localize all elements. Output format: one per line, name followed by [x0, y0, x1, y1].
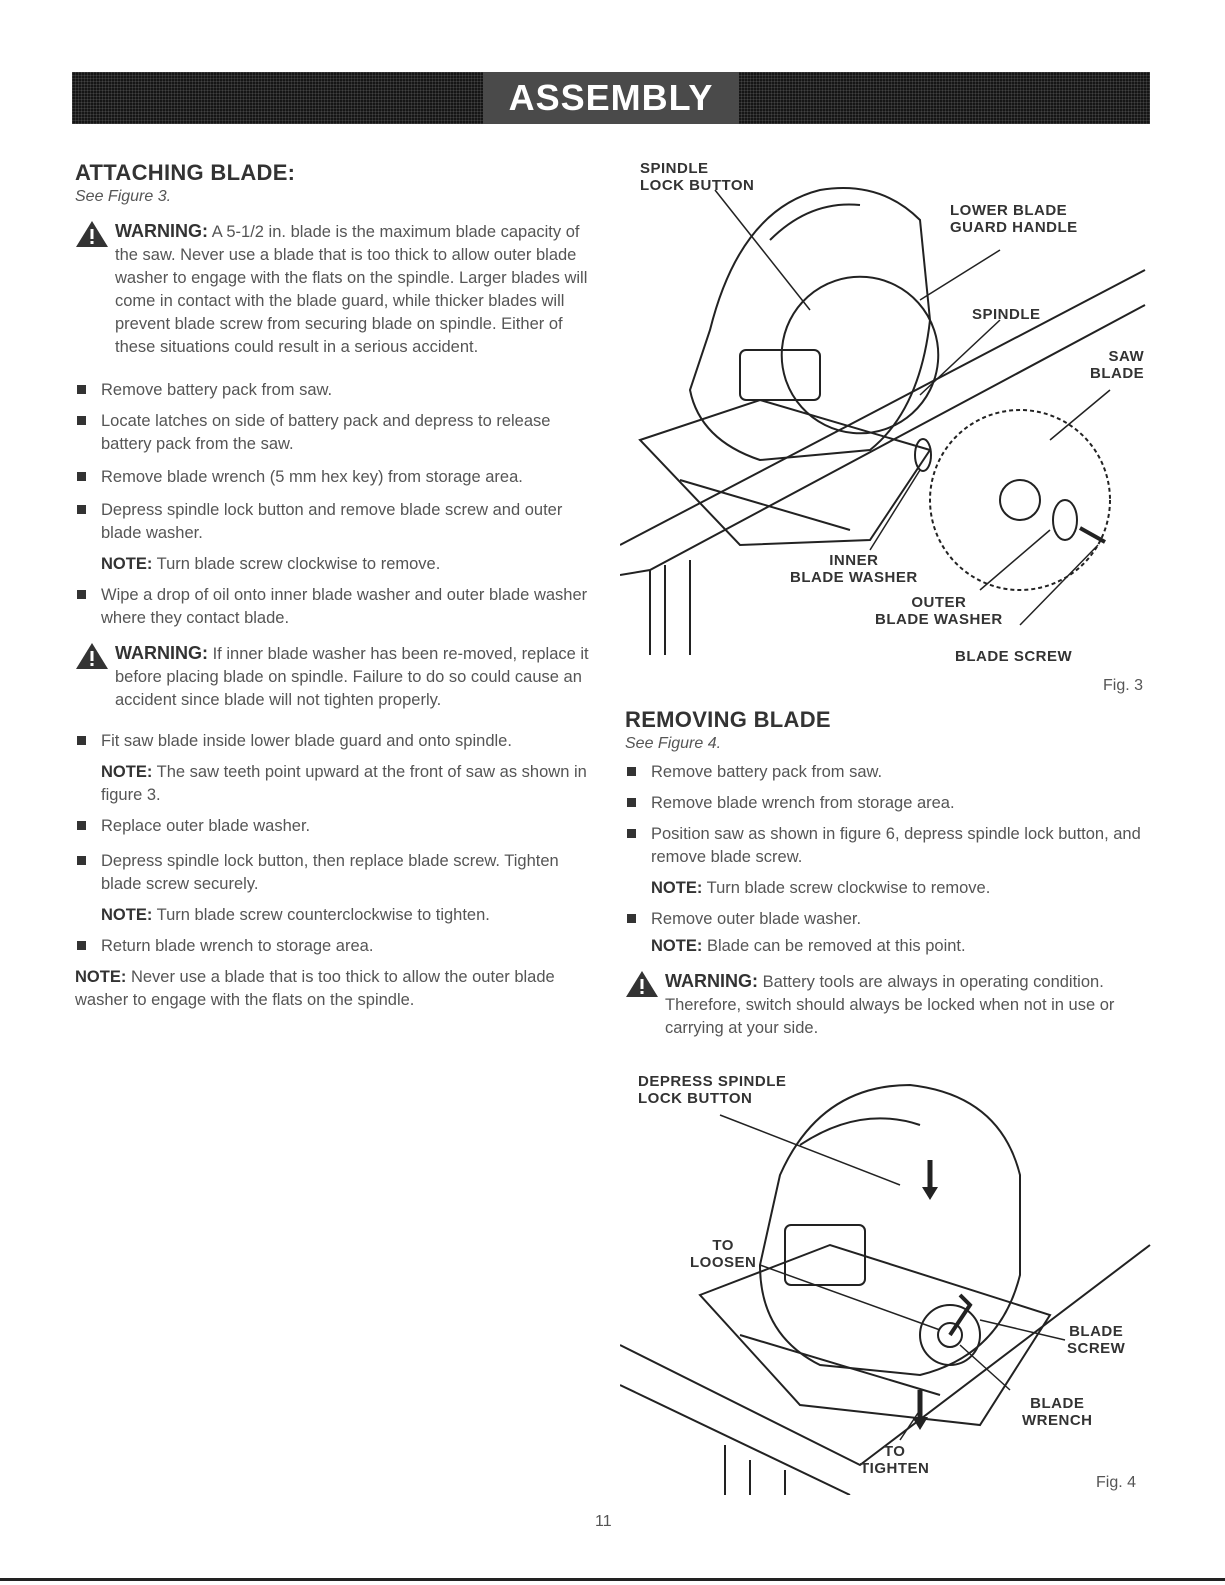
- see-figure-3: See Figure 3.: [75, 188, 172, 205]
- removing-steps-list: Remove battery pack from saw. Remove bla…: [625, 761, 1155, 869]
- warning-triangle-icon: [76, 221, 108, 247]
- note-tighten-counterclockwise: NOTE: Turn blade screw counterclockwise …: [101, 906, 490, 924]
- warning-text: If inner blade washer has been re-moved,…: [115, 645, 589, 709]
- bottom-rule: [0, 1578, 1225, 1581]
- list-item: Remove blade wrench (5 mm hex key) from …: [75, 466, 595, 489]
- warning-label: WARNING:: [115, 643, 208, 663]
- warning-triangle-icon: [626, 971, 658, 997]
- section-banner: ASSEMBLY: [72, 72, 1150, 124]
- label-blade-screw: BLADE SCREW: [955, 648, 1073, 665]
- note-remove-clockwise: NOTE: Turn blade screw clockwise to remo…: [101, 555, 441, 573]
- figure-3-caption: Fig. 3: [1103, 677, 1144, 694]
- warning-inner-washer: WARNING: If inner blade washer has been …: [75, 642, 595, 712]
- attaching-blade-section: ATTACHING BLADE: See Figure 3. WARNING: …: [75, 160, 595, 1012]
- warning-triangle-icon: [76, 643, 108, 669]
- attaching-heading: ATTACHING BLADE:: [75, 160, 296, 185]
- removing-heading: REMOVING BLADE: [625, 707, 831, 732]
- attaching-steps-list-4: Replace outer blade washer. Depress spin…: [75, 815, 595, 896]
- page-number: 11: [595, 1513, 612, 1530]
- warning-battery-tools: WARNING: Battery tools are always in ope…: [625, 970, 1155, 1040]
- attaching-steps-list-3: Fit saw blade inside lower blade guard a…: [75, 730, 595, 753]
- list-item: Remove battery pack from saw.: [625, 761, 1155, 784]
- banner-title: ASSEMBLY: [508, 77, 714, 118]
- list-item: Replace outer blade washer.: [75, 815, 595, 838]
- list-item: Wipe a drop of oil onto inner blade wash…: [75, 584, 595, 630]
- attaching-steps-list-5: Return blade wrench to storage area.: [75, 935, 595, 958]
- note-remove-clockwise-2: NOTE: Turn blade screw clockwise to remo…: [651, 879, 991, 897]
- attaching-steps-list: Remove battery pack from saw. Locate lat…: [75, 379, 595, 545]
- note-teeth-upward: NOTE: The saw teeth point upward at the …: [101, 763, 587, 804]
- list-item: Remove blade wrench from storage area.: [625, 792, 1155, 815]
- warning-label: WARNING:: [115, 221, 208, 241]
- warning-label: WARNING:: [665, 971, 758, 991]
- figure-4-illustration: [620, 1083, 1151, 1495]
- banner-band: ASSEMBLY: [482, 72, 740, 124]
- figure-3-illustration: [620, 187, 1146, 655]
- removing-steps-list-2: Remove outer blade washer.: [625, 908, 1155, 931]
- list-item: Fit saw blade inside lower blade guard a…: [75, 730, 595, 753]
- warning-text: A 5-1/2 in. blade is the maximum blade c…: [115, 223, 588, 356]
- list-item: Locate latches on side of battery pack a…: [75, 410, 595, 456]
- label-spindle: SPINDLE: [972, 306, 1041, 323]
- warning-blade-capacity: WARNING: A 5-1/2 in. blade is the maximu…: [75, 220, 595, 359]
- note-blade-removed: NOTE: Blade can be removed at this point…: [651, 937, 966, 955]
- removing-blade-section: REMOVING BLADE See Figure 4. Remove batt…: [625, 707, 1155, 1040]
- note-final: NOTE: Never use a blade that is too thic…: [75, 968, 555, 1009]
- figure-4-caption: Fig. 4: [1096, 1474, 1137, 1491]
- warning-text: Battery tools are always in operating co…: [665, 973, 1115, 1037]
- list-item: Depress spindle lock button, then replac…: [75, 850, 595, 896]
- list-item: Remove outer blade washer.: [625, 908, 1155, 931]
- attaching-steps-list-2: Wipe a drop of oil onto inner blade wash…: [75, 584, 595, 630]
- see-figure-4: See Figure 4.: [625, 735, 722, 752]
- list-item: Return blade wrench to storage area.: [75, 935, 595, 958]
- list-item: Remove battery pack from saw.: [75, 379, 595, 402]
- list-item: Depress spindle lock button and remove b…: [75, 499, 595, 545]
- list-item: Position saw as shown in figure 6, depre…: [625, 823, 1155, 869]
